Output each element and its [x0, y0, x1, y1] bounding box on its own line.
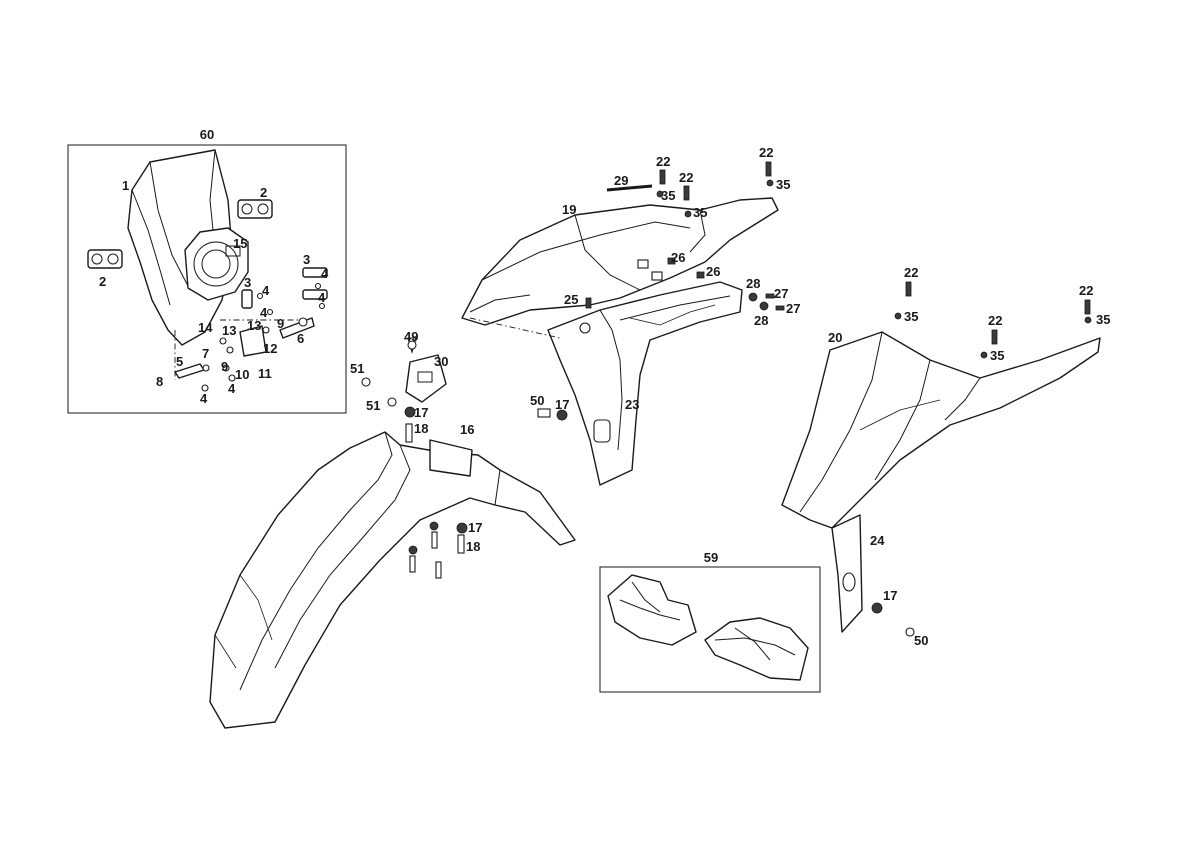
mount-clamp-left: [87, 249, 123, 269]
headlight-assembly-group: 60: [67, 127, 347, 414]
part-label: 14: [198, 320, 213, 335]
part-label: 25: [564, 292, 578, 307]
part-label: 35: [904, 309, 918, 324]
part-label: 7: [202, 346, 209, 361]
frame-shroud-19: [461, 197, 779, 326]
bracket-3-upper: [302, 267, 328, 278]
group-label-59: 59: [704, 550, 718, 565]
handguard-right: [704, 617, 809, 681]
part-label: 51: [366, 398, 380, 413]
part-label: 2: [260, 185, 267, 200]
part-label: 13: [222, 323, 236, 338]
radiator-shroud-20: [781, 331, 1101, 529]
part-label: 8: [156, 374, 163, 389]
part-label: 50: [914, 633, 928, 648]
part-label: 51: [350, 361, 364, 376]
fender-mount-bracket: [429, 439, 473, 477]
part-label: 16: [460, 422, 474, 437]
part-label: 28: [746, 276, 760, 291]
handguards-frame: [599, 566, 821, 693]
part-label: 6: [297, 331, 304, 346]
part-label: 17: [468, 520, 482, 535]
bracket-3-lower: [302, 289, 328, 300]
part-label: 5: [176, 354, 183, 369]
part-label: 26: [706, 264, 720, 279]
part-label: 17: [555, 397, 569, 412]
part-label: 49: [404, 329, 418, 344]
part-label: 11: [258, 366, 272, 381]
part-label: 22: [904, 265, 918, 280]
headlight-assembly-frame: [67, 144, 347, 414]
part-label: 9: [221, 359, 228, 374]
mount-clamp-right: [237, 199, 273, 219]
part-label: 35: [776, 177, 790, 192]
part-label: 12: [263, 341, 277, 356]
part-label: 22: [679, 170, 693, 185]
front-fender: [209, 431, 576, 729]
part-label: 18: [414, 421, 428, 436]
part-label: 24: [870, 533, 885, 548]
part-label: 35: [661, 188, 675, 203]
part-label: 28: [754, 313, 768, 328]
handguard-left: [607, 574, 697, 646]
mount-plate-11: [239, 325, 267, 357]
bracket-3-mid: [241, 289, 253, 309]
part-label: 23: [625, 397, 639, 412]
group-label-60: 60: [200, 127, 214, 142]
part-label: 50: [530, 393, 544, 408]
part-label: 3: [303, 252, 310, 267]
part-label: 30: [434, 354, 448, 369]
side-panel-23: [547, 281, 743, 486]
part-label: 3: [244, 275, 251, 290]
part-label: 4: [260, 305, 268, 320]
part-label: 4: [318, 290, 326, 305]
part-label: 15: [233, 236, 247, 251]
part-label: 4: [321, 266, 329, 281]
part-label: 4: [200, 391, 208, 406]
part-label: 19: [562, 202, 576, 217]
fasteners: [361, 161, 1092, 637]
part-label: 4: [228, 381, 236, 396]
part-label: 29: [614, 173, 628, 188]
part-labels: 1 2 2 15 3 4 4 3 4 4 14 13 13 9 6 12 11 …: [99, 145, 1110, 648]
part-label: 1: [122, 178, 129, 193]
part-label: 22: [988, 313, 1002, 328]
part-label: 27: [786, 301, 800, 316]
part-label: 18: [466, 539, 480, 554]
part-label: 9: [277, 316, 284, 331]
part-label: 35: [1096, 312, 1110, 327]
part-label: 35: [693, 205, 707, 220]
part-label: 13: [247, 318, 261, 333]
part-label: 26: [671, 250, 685, 265]
part-label: 10: [235, 367, 249, 382]
part-label: 22: [1079, 283, 1093, 298]
part-label: 22: [759, 145, 773, 160]
part-label: 4: [262, 283, 270, 298]
part-label: 17: [883, 588, 897, 603]
handguards-group: 59: [599, 550, 821, 693]
part-label: 2: [99, 274, 106, 289]
part-label: 17: [414, 405, 428, 420]
part-label: 27: [774, 286, 788, 301]
mount-bracket-30: [405, 354, 447, 403]
part-label: 20: [828, 330, 842, 345]
part-label: 22: [656, 154, 670, 169]
part-label: 35: [990, 348, 1004, 363]
